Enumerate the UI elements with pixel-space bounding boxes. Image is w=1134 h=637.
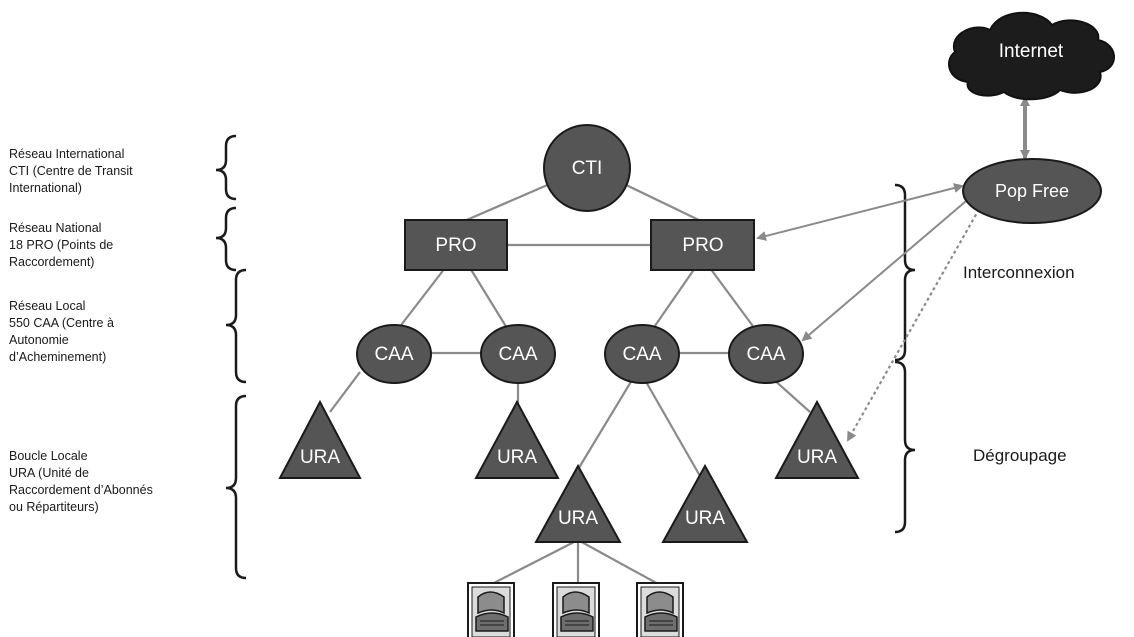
caa-node-1: CAA	[356, 324, 432, 384]
brace-local	[225, 268, 247, 384]
caa-3-label: CAA	[622, 344, 661, 365]
subscriber-terminal-icon	[636, 582, 684, 637]
ura-5-label: URA	[797, 447, 837, 468]
ura-node-4: URA	[661, 463, 749, 543]
brace-group-right	[894, 183, 916, 534]
ura-1-label: URA	[300, 447, 340, 468]
ura-node-5: URA	[774, 399, 860, 479]
brace-degroupage	[894, 360, 916, 534]
ura-3-label: URA	[558, 508, 598, 529]
pop-free-node: Pop Free	[962, 158, 1102, 224]
pro-right-label: PRO	[682, 235, 723, 256]
ura-node-3: URA	[534, 463, 622, 543]
internet-cloud: Internet	[948, 11, 1115, 101]
brace-group-left	[215, 134, 247, 580]
caa-node-2: CAA	[480, 324, 556, 384]
pro-node-left: PRO	[404, 219, 508, 271]
pop-free-label: Pop Free	[995, 181, 1069, 201]
cti-label: CTI	[572, 158, 603, 179]
pro-node-right: PRO	[650, 219, 755, 271]
caa-1-label: CAA	[374, 344, 413, 365]
caa-node-3: CAA	[604, 324, 680, 384]
ura-node-2: URA	[474, 399, 560, 479]
caa-node-4: CAA	[728, 324, 804, 384]
brace-national	[215, 206, 237, 272]
ura-node-1: URA	[278, 399, 362, 479]
caa-4-label: CAA	[746, 344, 785, 365]
pop-links	[756, 96, 1030, 442]
ura-2-label: URA	[497, 447, 537, 468]
internet-label: Internet	[999, 41, 1064, 62]
brace-local-loop	[225, 394, 247, 580]
ura-4-label: URA	[685, 508, 725, 529]
brace-international	[215, 134, 237, 201]
cti-node: CTI	[543, 124, 631, 212]
interconnexion-label: Interconnexion	[963, 263, 1075, 282]
subscriber-terminal-icon	[552, 582, 600, 637]
subscriber-terminal-icon	[467, 582, 515, 637]
brace-interconnexion	[894, 183, 916, 362]
caa-2-label: CAA	[498, 344, 537, 365]
tree-edges	[329, 181, 811, 586]
pro-left-label: PRO	[435, 235, 476, 256]
degroupage-label: Dégroupage	[973, 446, 1067, 465]
